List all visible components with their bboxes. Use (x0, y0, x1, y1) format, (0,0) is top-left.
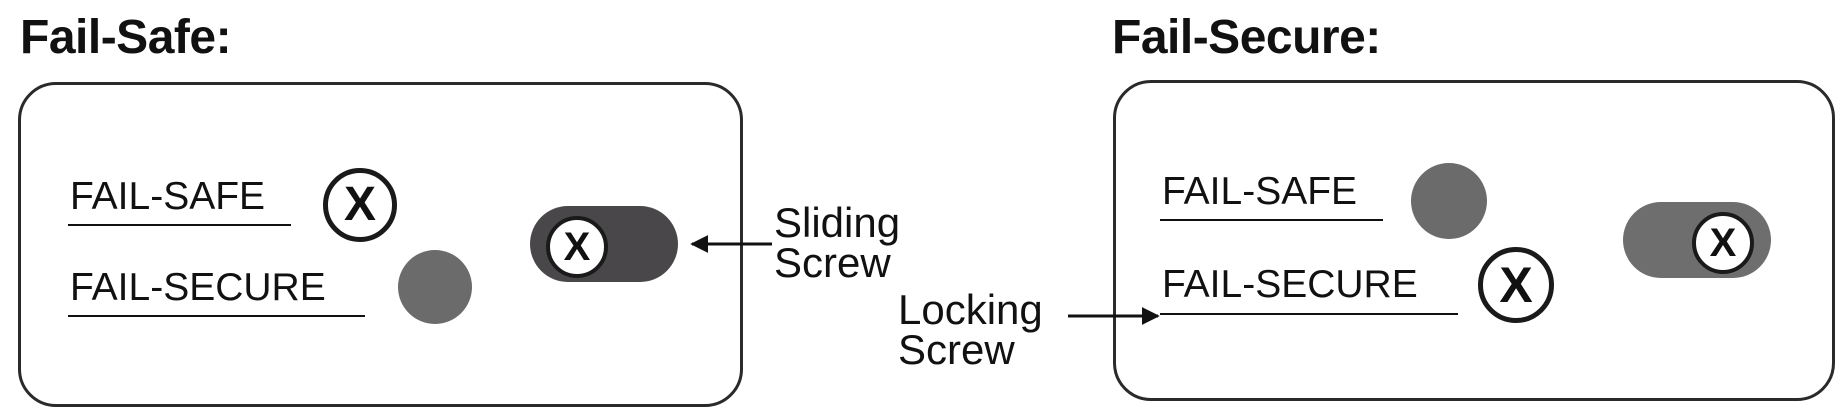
fail-secure-title: Fail-Secure: (1112, 11, 1381, 64)
fail-safe-option-label: FAIL-SAFE (70, 175, 266, 218)
fail-safe-option-label-right: FAIL-SAFE (1162, 170, 1358, 213)
sliding-callout-line2: Screw (774, 239, 891, 286)
fail-secure-option-label-right: FAIL-SECURE (1162, 263, 1418, 306)
fail-secure-option-underline (68, 315, 365, 317)
sliding-screw-callout: Sliding Screw (774, 199, 901, 286)
fail-secure-option-underline-right (1160, 313, 1458, 315)
sliding-screw-x-icon: X (546, 216, 608, 278)
fail-secure-dot-icon (398, 250, 472, 324)
locking-screw-callout: Locking Screw (898, 286, 1043, 373)
fail-secure-selected-x-icon: X (1478, 247, 1554, 323)
locking-callout-line1: Locking (898, 286, 1043, 333)
sliding-callout-line1: Sliding (774, 199, 901, 246)
fail-safe-option-underline (68, 224, 291, 226)
fail-safe-option-underline-right (1160, 219, 1383, 221)
fail-safe-selected-x-icon: X (323, 168, 397, 242)
locking-screw-x-icon: X (1692, 212, 1754, 274)
fail-safe-title: Fail-Safe: (20, 11, 232, 64)
locking-callout-line2: Screw (898, 326, 1015, 373)
fail-secure-option-label: FAIL-SECURE (70, 266, 326, 309)
fail-safe-dot-icon-right (1411, 163, 1487, 239)
